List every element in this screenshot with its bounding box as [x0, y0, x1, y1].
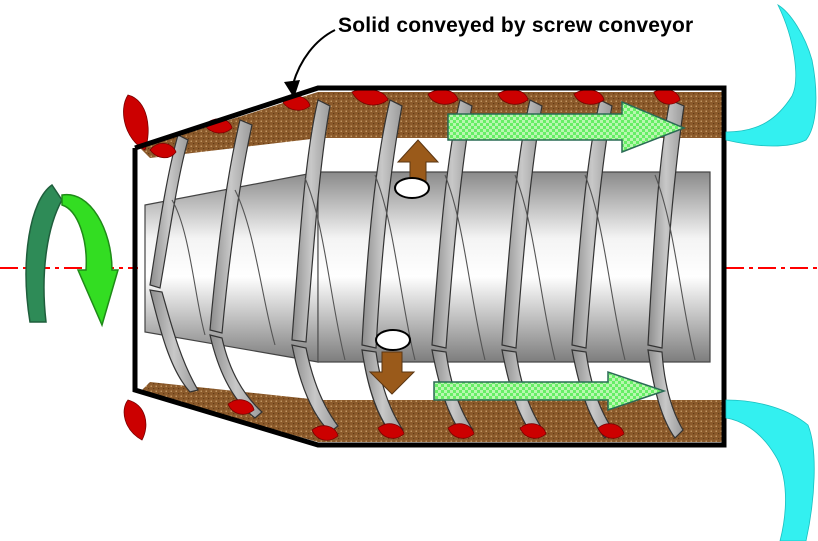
liquid-discharge	[725, 3, 817, 541]
rotation-arrow-icon	[25, 183, 119, 328]
conveyor-housing	[132, 85, 727, 448]
shaft-holes	[375, 177, 430, 351]
radial-arrow-icon	[368, 139, 440, 395]
diagram-caption: Solid conveyed by screw conveyor	[338, 14, 694, 37]
flow-arrow-icon	[433, 100, 687, 412]
caption-pointer-arrow	[284, 29, 336, 98]
solid-cake-layer	[140, 92, 722, 442]
